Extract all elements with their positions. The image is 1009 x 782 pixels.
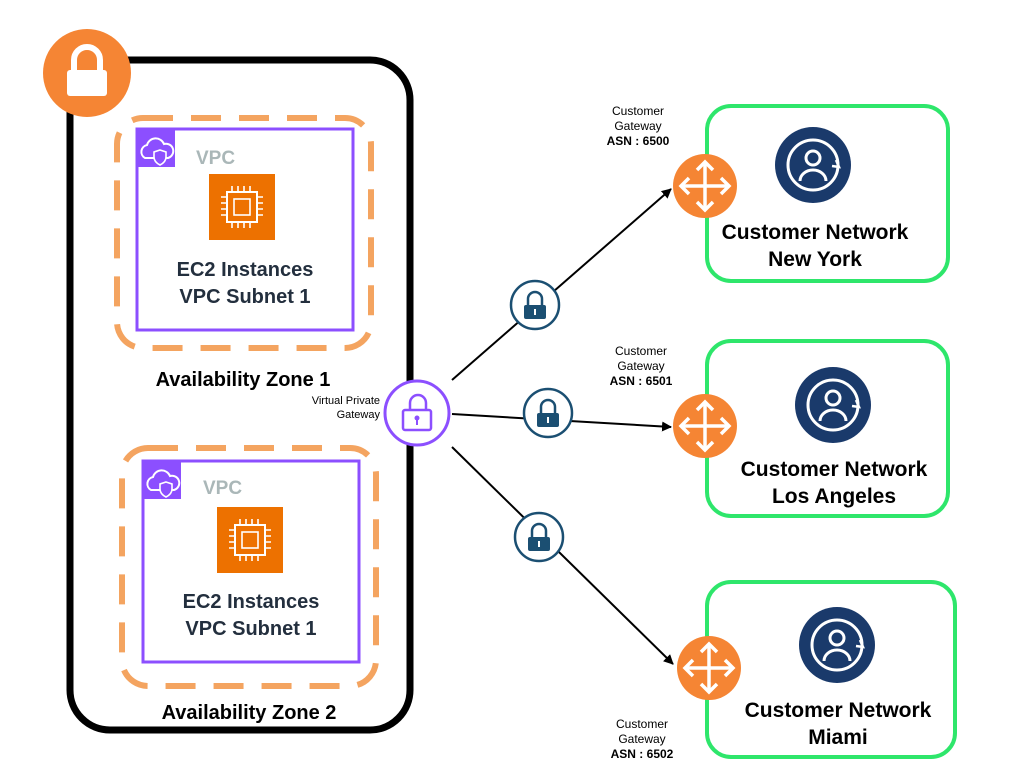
az-dashed-border — [114, 115, 374, 351]
customer-network-line1: Customer Network — [722, 221, 909, 244]
az-dashed-border — [119, 445, 379, 689]
vpc-label: VPC — [196, 148, 235, 169]
availability-zone-2: VPC EC2 Instances VPC Subnet 1 Availabil… — [119, 445, 379, 724]
customer-gateway-line1: Customer — [612, 104, 664, 118]
vpn-lock-icon — [509, 279, 561, 331]
customer-gateway-asn: ASN : 6500 — [607, 134, 670, 148]
region-lock-badge — [43, 29, 131, 117]
customer-network-line1: Customer Network — [745, 699, 932, 722]
customer-user-icon — [775, 127, 851, 203]
customer-network-line2: Miami — [808, 726, 868, 749]
customer-gateway-asn: ASN : 6502 — [611, 747, 674, 761]
vpn-lock-icon — [522, 387, 574, 439]
customer-gateway-line2: Gateway — [618, 732, 665, 746]
ec2-label-line2: VPC Subnet 1 — [185, 618, 316, 640]
customer-user-icon — [799, 607, 875, 683]
connection-line-new-york — [451, 188, 672, 381]
customer-network-line1: Customer Network — [741, 458, 928, 481]
padlock-icon — [67, 44, 107, 96]
vpn-gateway-lock-icon — [401, 393, 433, 432]
az-label: Availability Zone 1 — [156, 369, 331, 391]
ec2-label-line1: EC2 Instances — [177, 259, 314, 281]
availability-zone-1: VPC EC2 Instances VPC Subnet 1 Availabil… — [114, 115, 374, 391]
vpc-cloud-shield-icon — [143, 461, 181, 499]
customer-gateway-line2: Gateway — [617, 359, 664, 373]
vgw-label-line1: Virtual Private — [312, 395, 380, 407]
vpc-box — [135, 127, 355, 332]
router-icon — [677, 636, 741, 700]
customer-network-line2: New York — [768, 248, 862, 271]
customer-user-icon — [795, 367, 871, 443]
vpn-lock-icon — [513, 511, 565, 563]
router-icon — [673, 154, 737, 218]
customer-site-new-york: Customer Network New York Customer Gatew… — [607, 104, 950, 283]
customer-network-line2: Los Angeles — [772, 485, 896, 508]
customer-site-los-angeles: Customer Network Los Angeles Customer Ga… — [610, 339, 950, 518]
customer-gateway-line1: Customer — [616, 717, 668, 731]
customer-site-miami: Customer Network Miami Customer Gateway … — [611, 580, 957, 761]
customer-gateway-line2: Gateway — [614, 119, 661, 133]
customer-gateway-line1: Customer — [615, 344, 667, 358]
vpc-cloud-shield-icon — [137, 129, 175, 167]
vpc-label: VPC — [203, 478, 242, 499]
customer-gateway-asn: ASN : 6501 — [610, 374, 673, 388]
ec2-chip-icon — [209, 174, 275, 240]
az-label: Availability Zone 2 — [162, 702, 337, 724]
vgw-label-line2: Gateway — [337, 409, 381, 421]
connection-line-miami — [451, 446, 674, 665]
vpc-box — [141, 459, 361, 664]
router-icon — [673, 394, 737, 458]
ec2-label-line1: EC2 Instances — [183, 591, 320, 613]
ec2-chip-icon — [217, 507, 283, 573]
virtual-private-gateway: Virtual Private Gateway — [312, 379, 451, 447]
ec2-label-line2: VPC Subnet 1 — [179, 286, 310, 308]
